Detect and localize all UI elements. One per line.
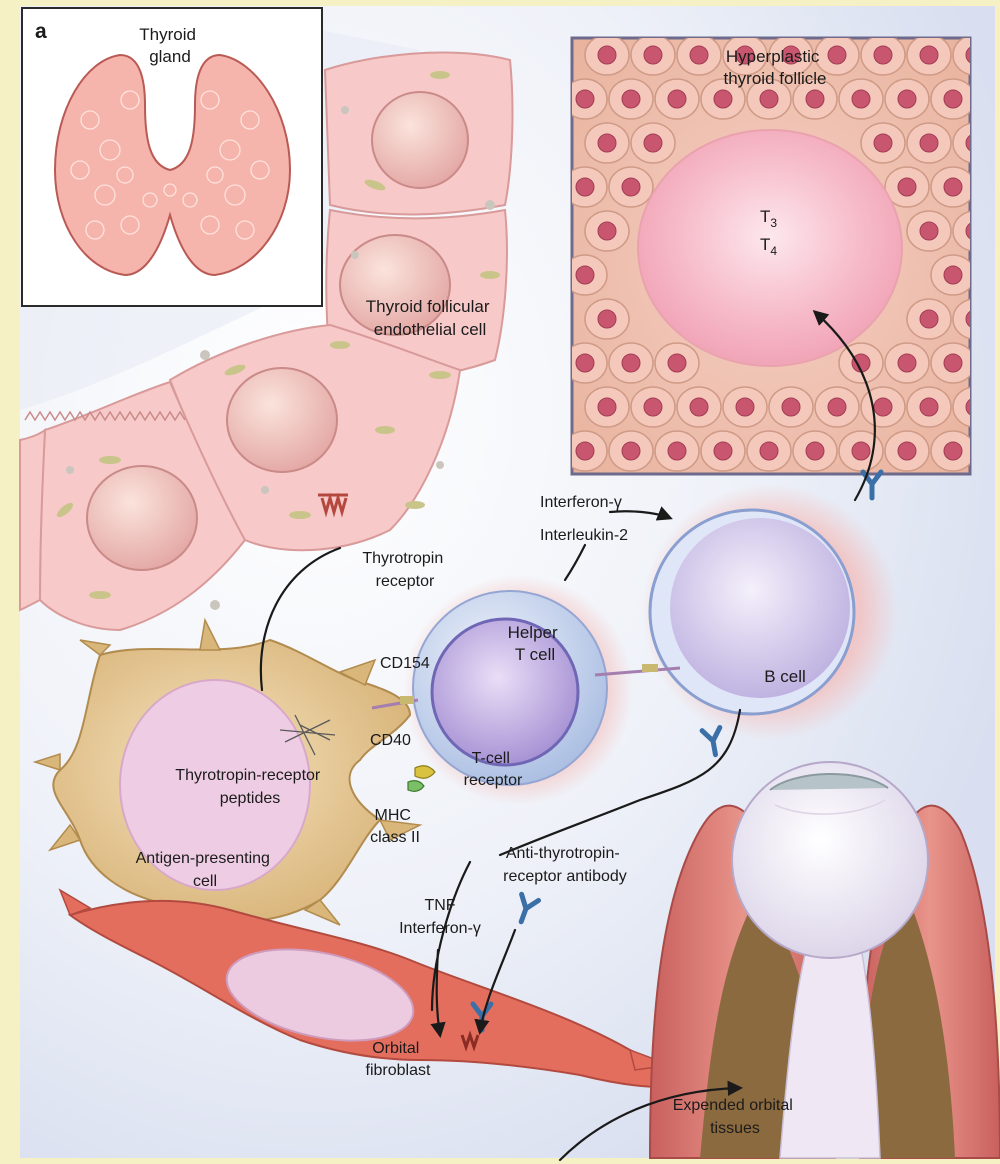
- follicle-cell-nucleus: [644, 46, 662, 64]
- follicle-cell-nucleus: [644, 134, 662, 152]
- follicle-cell-nucleus: [874, 46, 892, 64]
- cd40-label: CD40: [370, 732, 411, 749]
- follicle-cell-nucleus: [668, 442, 686, 460]
- follicle-cell-nucleus: [944, 354, 962, 372]
- cd154-label: CD154: [380, 655, 430, 672]
- follicle-cell-nucleus: [598, 310, 616, 328]
- follicle-cell-nucleus: [944, 90, 962, 108]
- follicle-cell-nucleus: [944, 266, 962, 284]
- follicle-cell-nucleus: [898, 178, 916, 196]
- follicle-cell-nucleus: [944, 178, 962, 196]
- follicle-cell-nucleus: [622, 354, 640, 372]
- thyroid-gland-inset: Thyroid gland: [22, 8, 322, 306]
- follicle-cell-nucleus: [920, 134, 938, 152]
- follicle-cell-nucleus: [576, 266, 594, 284]
- follicle-cell-nucleus: [944, 442, 962, 460]
- follicle-cell-nucleus: [874, 134, 892, 152]
- b-cell-label: B cell: [764, 667, 806, 686]
- follicle-cell-nucleus: [874, 398, 892, 416]
- follicle-cell-nucleus: [852, 442, 870, 460]
- follicle-cell-nucleus: [760, 90, 778, 108]
- follicle-cell-nucleus: [690, 398, 708, 416]
- interferon-gamma-top-label: Interferon-γ: [540, 494, 622, 511]
- follicle-cell-nucleus: [598, 398, 616, 416]
- follicle-cell-nucleus: [920, 398, 938, 416]
- follicle-cell-nucleus: [598, 46, 616, 64]
- follicle-cell-nucleus: [760, 442, 778, 460]
- follicle-cell-nucleus: [576, 178, 594, 196]
- follicle-cell-nucleus: [576, 90, 594, 108]
- follicle-cell-nucleus: [576, 442, 594, 460]
- follicle-cell-nucleus: [714, 90, 732, 108]
- follicle-cell-nucleus: [598, 134, 616, 152]
- panel-label: a: [35, 20, 47, 43]
- follicle-cell-nucleus: [714, 442, 732, 460]
- follicle-cell-nucleus: [898, 90, 916, 108]
- follicle-cell-nucleus: [920, 46, 938, 64]
- follicle-cell-nucleus: [690, 46, 708, 64]
- follicle-cell-nucleus: [668, 354, 686, 372]
- tnf-label: TNF: [424, 897, 455, 914]
- follicle-cell-nucleus: [736, 398, 754, 416]
- follicle-cell-nucleus: [828, 398, 846, 416]
- follicle-cell-nucleus: [806, 90, 824, 108]
- follicle-cell-nucleus: [622, 90, 640, 108]
- follicle-cell-nucleus: [782, 398, 800, 416]
- interferon-gamma-bottom-label: Interferon-γ: [399, 920, 481, 937]
- follicle-cell-nucleus: [806, 442, 824, 460]
- follicle-cell-nucleus: [576, 354, 594, 372]
- follicle-cell-nucleus: [598, 222, 616, 240]
- hyperplastic-follicle-inset: Hyperplastic thyroid follicle T3 T4: [563, 35, 997, 474]
- follicle-cell-nucleus: [622, 178, 640, 196]
- follicle-cell-nucleus: [898, 442, 916, 460]
- follicle-cell-nucleus: [668, 90, 686, 108]
- follicle-cell-nucleus: [920, 310, 938, 328]
- follicle-cell-nucleus: [898, 354, 916, 372]
- follicle-cell-nucleus: [828, 46, 846, 64]
- follicle-cell-nucleus: [920, 222, 938, 240]
- follicle-cell-nucleus: [644, 398, 662, 416]
- follicle-cell-nucleus: [852, 90, 870, 108]
- interleukin-2-label: Interleukin-2: [540, 527, 628, 544]
- b-cell: B cell: [642, 484, 898, 740]
- follicle-cell-nucleus: [622, 442, 640, 460]
